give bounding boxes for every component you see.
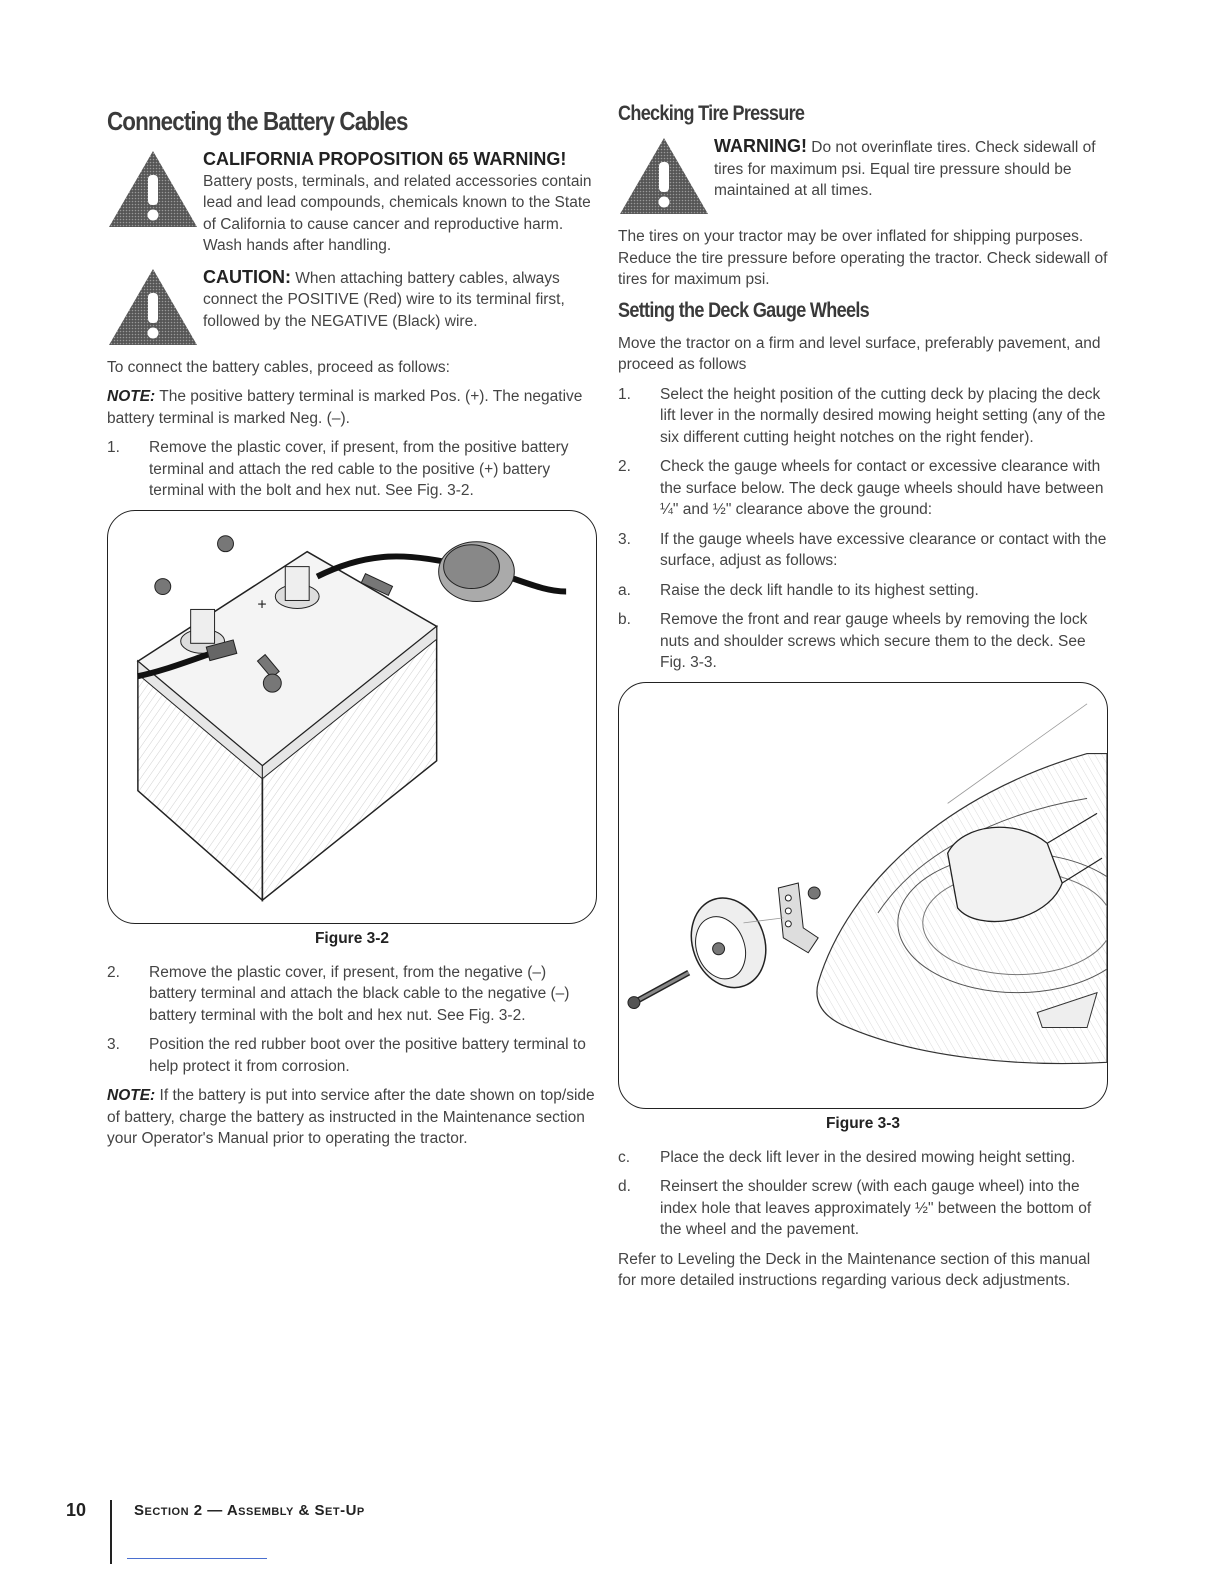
list-item: 1.Select the height position of the cutt… <box>618 385 1106 446</box>
footer-section-title: Section 2 — Assembly & Set-Up <box>134 1501 365 1519</box>
footer-divider <box>110 1500 112 1564</box>
list-item: 2.Remove the plastic cover, if present, … <box>107 963 570 1024</box>
warning-icon <box>109 268 197 345</box>
section-heading-battery: Connecting the Battery Cables <box>107 106 408 136</box>
warning-icon <box>620 138 708 214</box>
left-column: Connecting the Battery Cables CALIFORNIA… <box>107 98 597 1158</box>
battery-steps-b: 2.Remove the plastic cover, if present, … <box>107 962 597 1078</box>
list-item: 1.Remove the plastic cover, if present, … <box>107 439 569 499</box>
prop65-title: CALIFORNIA PROPOSITION 65 WARNING! <box>203 149 567 169</box>
deck-substeps-a: a.Raise the deck lift handle to its high… <box>618 580 1108 674</box>
battery-intro: To connect the battery cables, proceed a… <box>107 358 450 376</box>
heading-deck-gauge-wheels: Setting the Deck Gauge Wheels <box>618 298 870 322</box>
figure-3-3-caption: Figure 3-3 <box>825 1114 901 1132</box>
battery-illustration: + <box>136 534 567 902</box>
list-item: a.Raise the deck lift handle to its high… <box>618 581 979 599</box>
list-item: 2.Check the gauge wheels for contact or … <box>618 458 1104 518</box>
closing-text: Refer to Leveling the Deck in the Mainte… <box>618 1250 1091 1290</box>
deck-intro: Move the tractor on a firm and level sur… <box>618 334 1101 374</box>
prop65-warning: CALIFORNIA PROPOSITION 65 WARNING! Batte… <box>107 149 597 257</box>
note-text: If the battery is put into service after… <box>107 1087 595 1147</box>
tire-text: The tires on your tractor may be over in… <box>618 228 1108 288</box>
deck-steps: 1.Select the height position of the cutt… <box>618 384 1108 572</box>
list-item: b.Remove the front and rear gauge wheels… <box>618 611 1088 671</box>
warning-icon <box>109 151 197 227</box>
caution-text: When attaching battery cables, always co… <box>203 269 565 330</box>
tire-warning-title: WARNING! <box>714 136 807 156</box>
note-text: The positive battery terminal is marked … <box>107 388 583 427</box>
deck-illustration <box>627 702 1107 1064</box>
caution-title: CAUTION: <box>203 266 291 287</box>
note-label: NOTE: <box>107 1087 156 1104</box>
note-battery-service: NOTE: If the battery is put into service… <box>107 1085 597 1150</box>
footer-rule <box>127 1558 267 1559</box>
figure-3-2-battery: + <box>107 509 597 924</box>
list-item: c.Place the deck lift lever in the desir… <box>618 1148 1076 1166</box>
list-item: 3.Position the red rubber boot over the … <box>107 1036 586 1075</box>
deck-substeps-b: c.Place the deck lift lever in the desir… <box>618 1147 1108 1241</box>
svg-text:+: + <box>257 596 266 613</box>
list-item: d.Reinsert the shoulder screw (with each… <box>618 1178 1092 1238</box>
figure-3-2-caption: Figure 3-2 <box>314 929 390 947</box>
page-number: 10 <box>66 1499 87 1520</box>
prop65-text: Battery posts, terminals, and related ac… <box>203 172 592 255</box>
tire-warning: WARNING! Do not overinflate tires. Check… <box>618 136 1108 216</box>
page-footer: 10 Section 2 — Assembly & Set-Up <box>66 1478 365 1564</box>
figure-3-3-deck <box>618 681 1108 1109</box>
right-column: Checking Tire Pressure WARNING! Do not o… <box>618 98 1108 1300</box>
battery-steps-a: 1.Remove the plastic cover, if present, … <box>107 437 597 502</box>
list-item: 3.If the gauge wheels have excessive cle… <box>618 530 1107 570</box>
heading-tire-pressure: Checking Tire Pressure <box>618 102 805 125</box>
caution-warning: CAUTION: When attaching battery cables, … <box>107 267 597 347</box>
note-positive-terminal: NOTE: The positive battery terminal is m… <box>107 386 597 429</box>
tire-warning-text: Do not overinflate tires. Check sidewall… <box>714 139 1096 199</box>
note-label: NOTE: <box>107 388 156 405</box>
